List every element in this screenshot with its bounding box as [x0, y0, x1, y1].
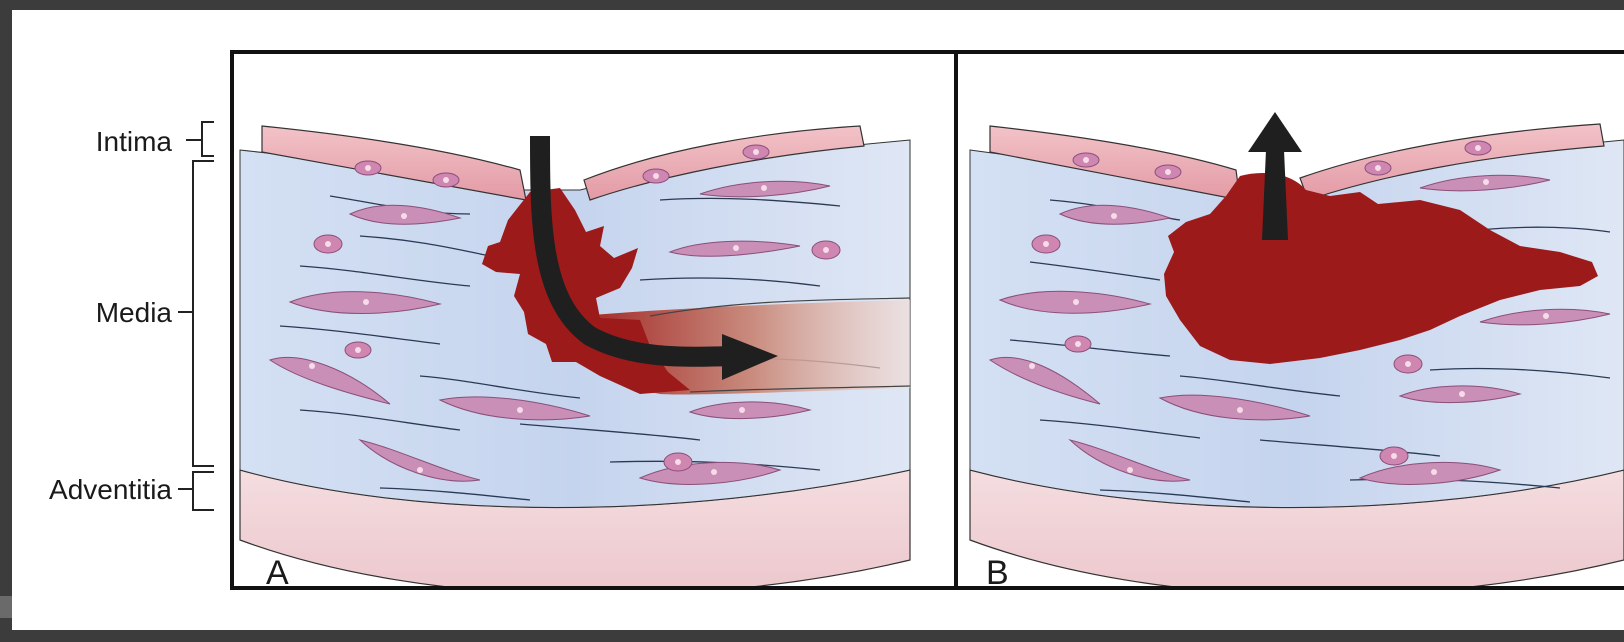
panel-a-letter: A — [266, 554, 289, 592]
media-label: Media — [96, 297, 173, 328]
media-bracket — [193, 161, 214, 466]
intima-label: Intima — [96, 126, 173, 157]
panel-b-letter: B — [986, 554, 1009, 592]
layer-brackets — [178, 122, 214, 510]
adventitia-bracket — [193, 472, 214, 510]
panel-a-artwork — [240, 126, 910, 595]
intima-bracket — [202, 122, 214, 156]
panel-b-artwork — [970, 112, 1624, 595]
adventitia-label: Adventitia — [49, 474, 172, 505]
